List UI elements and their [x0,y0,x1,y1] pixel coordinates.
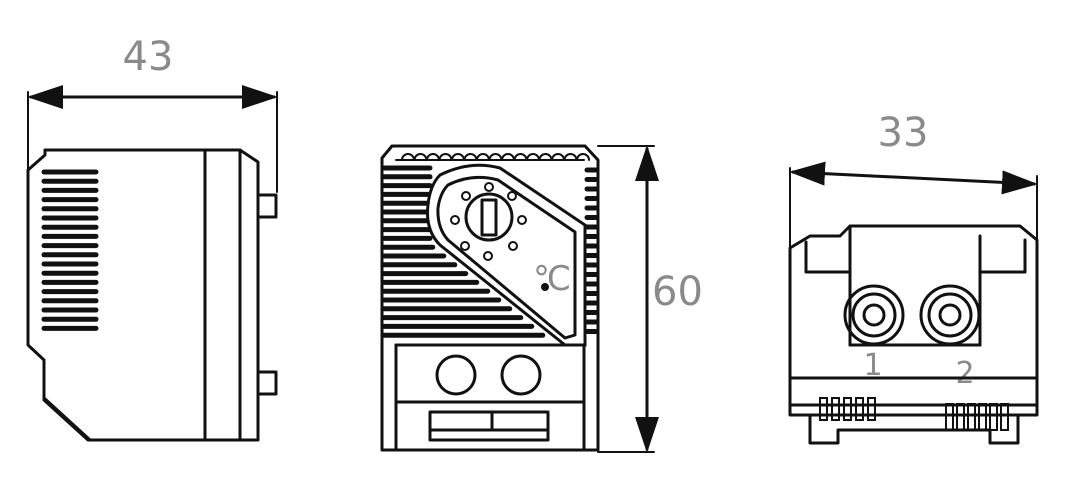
terminal-2-label: 2 [955,356,974,391]
side-view: 43 [26,34,278,442]
scale-dot [508,241,518,251]
bottom-connector-pins [819,397,1009,431]
terminal-1 [843,284,905,346]
scale-dot [484,182,494,192]
top-bump [526,153,540,161]
front-view: ℃ 60 [380,144,703,453]
terminal-1-label: 1 [863,348,882,383]
temperature-knob[interactable] [464,192,514,242]
scale-dot [507,191,517,201]
terminal-1-ring [851,292,897,338]
height-dimension: 60 [597,145,703,453]
bottom-body-outline [788,224,1039,417]
scale-dot [460,241,470,251]
pin-right [956,403,965,431]
scale-dot [517,215,527,225]
mounting-clip-top [256,193,278,219]
terminal-opening-left [435,354,477,396]
pin-right [945,403,954,431]
top-bump [551,153,565,161]
pin-left [819,397,828,421]
width-dimension: 43 [27,34,278,193]
height-dimension-label: 60 [652,269,703,315]
pin-left [855,397,864,421]
terminal-opening-right [500,354,542,396]
terminal-2 [919,284,981,346]
top-bump [451,153,465,161]
dial-panel-inner-outline [436,175,577,340]
side-body-outline [26,148,260,442]
terminal-2-core [938,303,962,327]
scale-dot [483,251,493,261]
top-bump [563,153,578,161]
side-body-lower-bevel [42,358,92,442]
side-fins [41,169,99,331]
top-bump [501,153,515,161]
top-bump [513,153,528,161]
front-housing-outline [380,144,600,452]
scale-dot [461,191,471,201]
bottom-step-left [804,240,852,274]
pin-left [867,397,876,421]
pin-right [989,403,998,431]
top-bump [538,153,553,161]
terminal-2-ring [927,292,973,338]
bottom-feet [808,413,1020,445]
top-bump [463,153,478,161]
indicator-dot [541,283,549,291]
celsius-symbol: ℃ [533,259,571,299]
front-right-grille [584,167,599,334]
top-bump [426,153,440,161]
bottom-step-right [978,238,1027,274]
front-top-bumps [395,153,590,161]
top-bump [576,153,590,161]
top-bump [401,153,415,161]
top-bump [488,153,503,161]
pin-left [843,397,852,421]
top-bump [413,153,428,161]
pin-right [978,403,987,431]
scale-dot [450,215,460,225]
depth-dimension: 33 [789,110,1038,249]
cable-entry [428,410,550,442]
depth-dimension-line [789,161,1038,195]
terminal-1-core [862,303,886,327]
front-fins [381,165,546,338]
depth-dimension-label: 33 [878,110,929,156]
mounting-clip-bottom [256,370,278,396]
width-dimension-label: 43 [123,34,174,80]
top-bump [438,153,453,161]
bottom-view: 33 1 2 [788,110,1039,445]
pin-right [1000,403,1009,431]
pin-left [831,397,840,421]
knob-slot [480,198,498,237]
pin-right [967,403,976,431]
knob-scale-dots [450,182,527,261]
top-bump [476,153,490,161]
